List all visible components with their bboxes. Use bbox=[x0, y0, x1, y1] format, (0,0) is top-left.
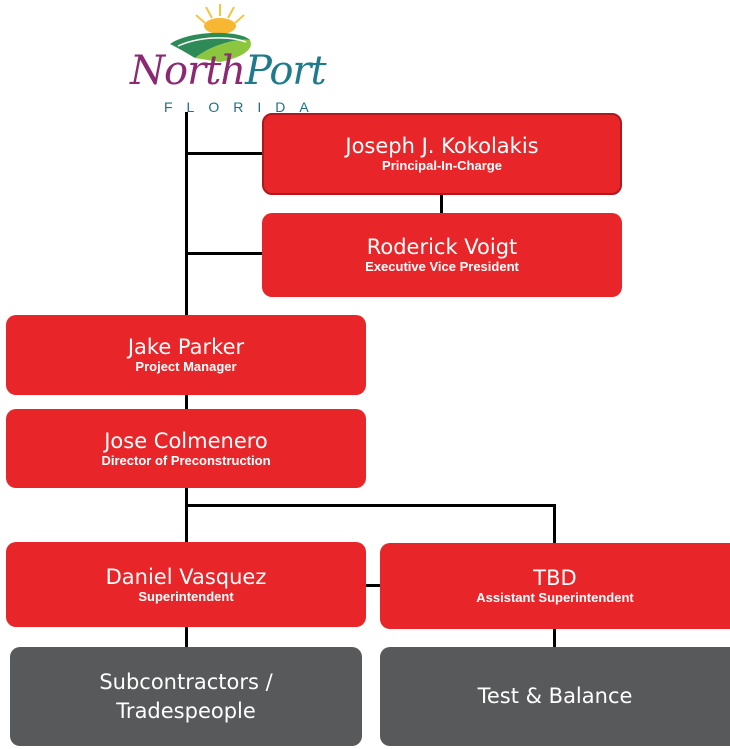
logo-north-text: North bbox=[130, 48, 246, 94]
logo-wordmark: NorthPort bbox=[130, 48, 327, 94]
node-test-balance: Test & Balance bbox=[380, 647, 730, 746]
logo-graphic-icon bbox=[170, 4, 251, 62]
connector-tbd-testbalance bbox=[553, 628, 556, 648]
node-vasquez: Daniel Vasquez Superintendent bbox=[6, 542, 366, 627]
node-line1: Subcontractors / bbox=[99, 669, 273, 694]
node-role: Assistant Superintendent bbox=[476, 590, 634, 605]
node-name: TBD bbox=[533, 566, 577, 590]
node-name: Jose Colmenero bbox=[104, 428, 268, 453]
connector-colmenero-down bbox=[185, 487, 188, 543]
connector-vasquez-tbd bbox=[364, 584, 382, 587]
node-role: Director of Preconstruction bbox=[101, 452, 271, 468]
connector-to-kokolakis bbox=[185, 152, 265, 155]
connector-main-vertical bbox=[185, 112, 188, 318]
node-parker: Jake Parker Project Manager bbox=[6, 315, 366, 395]
node-name: Test & Balance bbox=[477, 684, 633, 708]
node-name: Joseph J. Kokolakis bbox=[345, 134, 539, 158]
node-kokolakis: Joseph J. Kokolakis Principal-In-Charge bbox=[262, 113, 622, 195]
node-name: Roderick Voigt bbox=[366, 235, 518, 259]
node-role: Principal-In-Charge bbox=[382, 158, 502, 173]
node-subcontractors: Subcontractors / Tradespeople bbox=[10, 647, 362, 746]
logo-port-text: Port bbox=[245, 48, 327, 94]
node-role: Project Manager bbox=[135, 359, 237, 374]
northport-logo: NorthPort FLORIDA bbox=[60, 0, 327, 122]
connector-to-tbd bbox=[553, 504, 556, 544]
logo-subtitle: FLORIDA bbox=[164, 99, 323, 115]
node-tbd: TBD Assistant Superintendent bbox=[380, 543, 730, 629]
connector-to-voigt bbox=[185, 252, 265, 255]
node-name: Jake Parker bbox=[127, 335, 245, 359]
connector-horizontal-branch bbox=[185, 504, 555, 507]
node-colmenero: Jose Colmenero Director of Preconstructi… bbox=[6, 409, 366, 488]
node-voigt: Roderick Voigt Executive Vice President bbox=[262, 213, 622, 297]
node-role: Executive Vice President bbox=[365, 259, 519, 274]
node-name: Daniel Vasquez bbox=[105, 564, 267, 589]
connector-kokolakis-voigt bbox=[440, 194, 443, 214]
connector-vasquez-subcontractors bbox=[185, 626, 188, 648]
node-role: Superintendent bbox=[138, 588, 234, 604]
node-line2: Tradespeople bbox=[116, 698, 256, 723]
connector-parker-colmenero bbox=[185, 394, 188, 410]
